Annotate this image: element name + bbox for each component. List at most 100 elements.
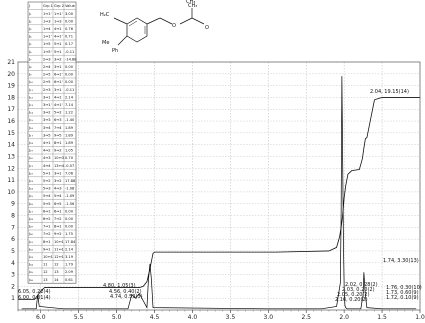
- y-tick-label: 15: [7, 130, 15, 137]
- spectrum-layer: [21, 76, 417, 310]
- table-cell: J₃₀: [28, 232, 34, 236]
- table-cell: 3↔1: [54, 65, 62, 69]
- table-cell: 5↔1: [43, 171, 51, 175]
- table-cell: J₂: [28, 19, 32, 23]
- integral-layer: [18, 97, 420, 300]
- molecule-atom-label: O: [172, 23, 176, 29]
- table-cell: -1.09: [65, 194, 75, 198]
- y-tick-label: 2: [11, 283, 15, 290]
- y-tick-label: 21: [7, 59, 15, 66]
- table-cell: J₃: [28, 27, 32, 31]
- x-tick-label: 3.5: [226, 314, 236, 321]
- y-tick-label: 3: [11, 272, 15, 279]
- table-cell: 4↔3: [43, 156, 51, 160]
- table-cell: 8↔1: [54, 141, 62, 145]
- table-cell: 9↔2: [54, 149, 62, 153]
- table-cell: 10↔3: [54, 156, 64, 160]
- table-cell: 6↔1: [43, 209, 51, 213]
- table-cell: 6↔3: [54, 118, 62, 122]
- table-cell: 13↔4: [54, 164, 65, 168]
- x-tick-label: 4.5: [150, 314, 160, 321]
- peak-label: 1.76, 0.30(10): [386, 285, 422, 291]
- bond: [113, 17, 128, 25]
- peak-label: 2.16, 0.20(2): [335, 297, 368, 303]
- plot-frame: [17, 61, 421, 311]
- table-cell: 4↔1: [54, 27, 62, 31]
- table-cell: 8↔1: [43, 240, 51, 244]
- y-tick-label: 5: [11, 248, 15, 255]
- table-cell: J₇: [28, 57, 32, 61]
- peak-label: 6.00, 0.31(4): [18, 295, 51, 301]
- table-cell: 1.22: [65, 111, 73, 115]
- table-cell: 1↔1': [54, 12, 63, 16]
- y-tick-label: 1: [11, 295, 15, 302]
- molecule-atom-label: Ph: [112, 48, 118, 54]
- table-cell: 5↔3: [43, 187, 51, 191]
- table-cell: J₁₃: [28, 103, 34, 107]
- peak-label: 2.03, 0.20(2): [342, 287, 375, 293]
- y-tick-label: 11: [7, 177, 15, 184]
- table-cell: 2↔4: [43, 65, 51, 69]
- table-cell: J₂₁: [28, 164, 34, 168]
- table-cell: J₁₄: [28, 111, 34, 115]
- table-cell: 4↔1: [43, 141, 51, 145]
- table-cell: 1↔3: [43, 19, 51, 23]
- table-cell: J₁₁: [28, 88, 34, 92]
- y-tick-label: 6: [11, 236, 15, 243]
- table-cell: 2↔3: [43, 88, 51, 92]
- x-tick-label: 1.5: [377, 314, 387, 321]
- table-cell: 0.71: [65, 35, 73, 39]
- table-cell: 3↔3: [43, 118, 51, 122]
- table-cell: 4↔1: [54, 95, 62, 99]
- spectrum-line: [21, 76, 417, 310]
- table-cell: 13: [54, 270, 59, 274]
- table-cell: J₂₃: [28, 179, 34, 183]
- bond: [179, 17, 193, 25]
- table-cell: 6↔1': [54, 73, 63, 77]
- table-cell: 5↔4: [54, 194, 62, 198]
- table-cell: 1↔3: [54, 19, 62, 23]
- table-cell: 3↔4: [43, 126, 51, 130]
- x-tick-label: 5.5: [74, 314, 84, 321]
- table-cell: 0.00: [65, 225, 74, 229]
- table-cell: 1↔5: [43, 42, 51, 46]
- table-header-cell: J: [28, 4, 30, 8]
- table-cell: 3.00: [65, 12, 74, 16]
- peak-label: 1.72, 0.10(9): [386, 295, 419, 301]
- table-cell: J₉: [28, 73, 32, 77]
- table-cell: 6↔1': [54, 80, 63, 84]
- table-cell: J₁: [28, 12, 32, 16]
- table-cell: 3↔1: [43, 95, 51, 99]
- x-tick-label: 4.0: [188, 314, 198, 321]
- table-cell: 1.89: [65, 126, 74, 130]
- table-cell: 1↔1': [43, 12, 52, 16]
- table-cell: 4↔1': [54, 103, 63, 107]
- molecule-atom-label: O: [205, 25, 209, 31]
- table-cell: 7↔2: [43, 232, 51, 236]
- table-cell: 7↔1: [43, 225, 51, 229]
- table-cell: 0.61: [65, 278, 73, 282]
- table-cell: J₈: [28, 65, 32, 69]
- table-cell: 1↔5': [43, 50, 52, 54]
- y-tick-label: 17: [7, 106, 15, 113]
- table-cell: 0.00: [65, 73, 74, 77]
- table-cell: 3↔2: [54, 57, 62, 61]
- table-cell: -1.56: [65, 202, 75, 206]
- table-cell: 1↔4: [43, 27, 51, 31]
- table-cell: 7.06: [65, 171, 74, 175]
- table-frame: [27, 1, 77, 284]
- table-cell: J₃₄: [28, 263, 34, 267]
- table-cell: J₃₆: [28, 278, 34, 282]
- table-cell: J₃₅: [28, 270, 34, 274]
- y-tick-label: 4: [11, 260, 15, 267]
- peak-label: 2.05, 0.20(2): [337, 292, 370, 298]
- table-cell: 17.88: [65, 179, 76, 183]
- table-cell: 4↔1': [54, 35, 63, 39]
- x-tick-label: 3.0: [264, 314, 274, 321]
- y-tick-label: 9: [11, 201, 15, 208]
- x-tick-label: 5.0: [112, 314, 122, 321]
- table-cell: 12: [43, 270, 48, 274]
